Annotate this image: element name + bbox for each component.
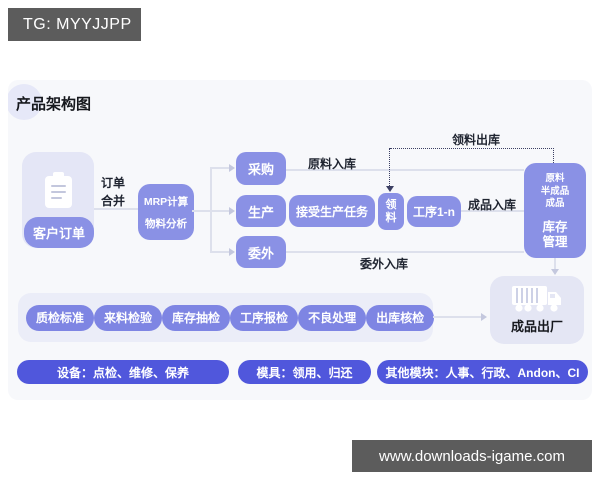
node-customer-order: 客户订单 — [24, 217, 94, 248]
pill-mold: 模具：领用、归还 — [238, 360, 371, 384]
arrow-to-purchase — [229, 164, 235, 172]
truck-icon — [512, 286, 561, 312]
connector-mrp-out — [192, 210, 210, 212]
mrp-line2: 物料分析 — [145, 217, 187, 230]
node-process-1n: 工序1-n — [407, 196, 461, 227]
pill-equipment: 设备：点检、维修、保养 — [17, 360, 229, 384]
watermark-bottom-text: www.downloads-igame.com — [379, 447, 565, 465]
branch-line-purchase — [210, 167, 230, 169]
inventory-title-line1: 库存 — [542, 219, 568, 234]
clipboard-icon — [45, 172, 72, 208]
watermark-bottom-badge: www.downloads-igame.com — [352, 440, 592, 472]
diagram-title: 产品架构图 — [16, 96, 92, 113]
qc-panel: 质检标准 来料检验 库存抽检 工序报检 不良处理 出库核检 — [18, 293, 435, 342]
inventory-item-finished: 成品 — [545, 198, 565, 209]
mrp-line1: MRP计算 — [143, 195, 189, 208]
line-qc-to-shipment — [433, 316, 482, 318]
node-accept-task: 接受生产任务 — [289, 195, 375, 227]
node-shipment: 成品出厂 — [490, 276, 584, 344]
label-raw-in: 原料入库 — [308, 157, 357, 171]
pill-other-modules: 其他模块：人事、行政、Andon、CI — [377, 360, 588, 384]
qc-pill-standard: 质检标准 — [26, 304, 95, 331]
node-material-pick: 领 料 — [378, 193, 404, 230]
inventory-item-semi: 半成品 — [540, 185, 570, 197]
shipment-label: 成品出厂 — [510, 319, 563, 334]
title-decor-circle — [8, 84, 42, 120]
watermark-top-badge: TG: MYYJJPP — [8, 8, 141, 41]
arrow-to-outsource — [229, 248, 235, 256]
connector-order-to-mrp — [94, 208, 138, 210]
line-finished-in — [461, 210, 524, 212]
line-raw-in — [286, 169, 524, 171]
node-purchase: 采购 — [236, 152, 286, 185]
order-merge-line2: 合并 — [101, 194, 126, 208]
qc-pill-incoming: 来料检验 — [94, 304, 163, 331]
node-outsource: 委外 — [236, 236, 286, 268]
node-production: 生产 — [236, 195, 286, 227]
watermark-top-text: TG: MYYJJPP — [23, 15, 132, 33]
dotted-pickout-right-vertical — [553, 148, 554, 163]
label-finished-in: 成品入库 — [468, 198, 517, 212]
architecture-card: 产品架构图 — [8, 80, 592, 400]
arrow-to-production — [229, 207, 235, 215]
pick-line1: 领 — [385, 198, 397, 211]
line-inventory-to-shipment — [554, 258, 556, 269]
dotted-pickout-left-vertical — [389, 148, 390, 186]
order-merge-line1: 订单 — [101, 176, 126, 190]
node-inventory: 原料 半成品 成品 库存 管理 — [524, 163, 586, 258]
branch-line-outsource — [210, 251, 230, 253]
arrow-qc-to-shipment — [481, 313, 487, 321]
dotted-pickout-horizontal — [390, 148, 554, 149]
qc-pill-stock-sampling: 库存抽检 — [162, 304, 231, 331]
node-mrp: MRP计算 物料分析 — [138, 184, 194, 240]
branch-line-production — [210, 210, 230, 212]
label-outsource-in: 委外入库 — [360, 257, 409, 271]
label-pick-out: 领料出库 — [452, 133, 501, 147]
inventory-item-raw: 原料 — [545, 173, 565, 184]
inventory-title-line2: 管理 — [542, 234, 568, 249]
arrow-pickout-into-pick — [386, 186, 394, 192]
qc-pill-outbound-check: 出库核检 — [366, 304, 435, 331]
line-outsource-in — [286, 251, 524, 253]
qc-pill-defect-handling: 不良处理 — [298, 304, 367, 331]
arrow-into-shipment — [551, 269, 559, 275]
pick-line2: 料 — [385, 211, 397, 224]
qc-pill-process-inspect: 工序报检 — [230, 304, 299, 331]
